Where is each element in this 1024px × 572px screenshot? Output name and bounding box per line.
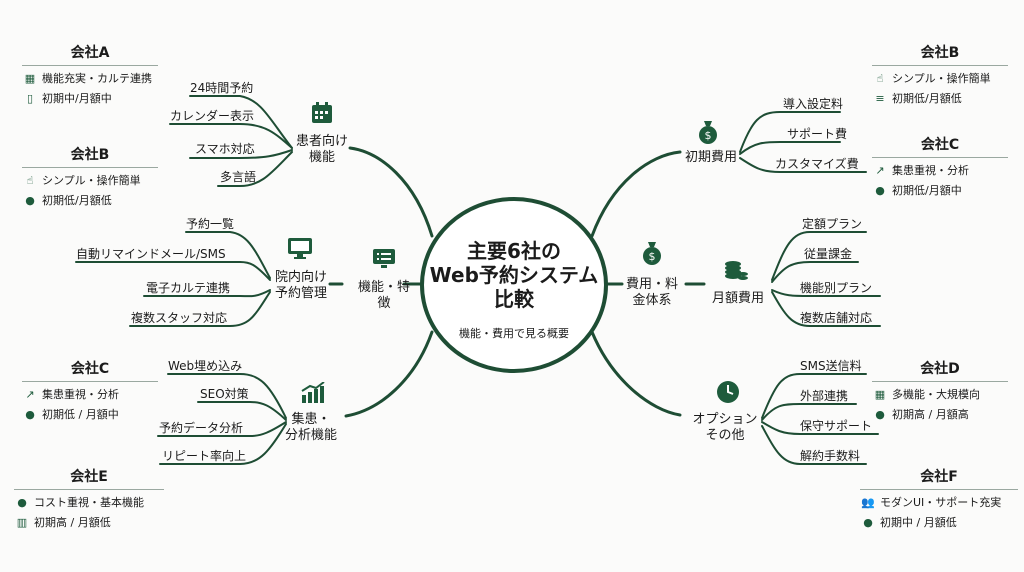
money-bag-icon: $ bbox=[697, 119, 719, 149]
leaf-monthly-2: 従量課金 bbox=[804, 247, 853, 261]
connector-center-initial bbox=[590, 150, 682, 238]
center-subtitle: 機能・費用で見る概要 bbox=[459, 327, 569, 340]
hand-pointer-icon: ☝ bbox=[26, 173, 34, 187]
company-card: 会社E ●コスト重視・基本機能 ▥初期高 / 月額低 bbox=[14, 466, 164, 530]
branch-fees: 費用・料金体系 bbox=[625, 277, 678, 308]
leaf-options-1: SMS送信料 bbox=[800, 359, 862, 373]
money-bag-icon: ● bbox=[25, 407, 35, 421]
svg-text:$: $ bbox=[705, 129, 712, 142]
company-card: 会社D ▦多機能・大規模向 ●初期高 / 月額高 bbox=[872, 358, 1008, 422]
group-patient-label: 患者向け 機能 bbox=[295, 134, 348, 165]
leaf-clinic-1: 予約一覧 bbox=[186, 217, 235, 231]
connector-center-patient bbox=[348, 146, 434, 238]
branch-features: 機能・特徴 bbox=[357, 280, 410, 311]
center-node: 主要6社の Web予約システム 比較 機能・費用で見る概要 bbox=[420, 197, 608, 373]
leaf-patient-2: カレンダー表示 bbox=[170, 109, 255, 123]
coins-icon bbox=[723, 256, 749, 286]
money-bag-icon: ● bbox=[17, 495, 27, 509]
money-bag-icon: $ bbox=[641, 240, 663, 270]
leaf-marketing-2: SEO対策 bbox=[200, 387, 249, 401]
calendar-icon: ▦ bbox=[24, 71, 36, 85]
connector-center-marketing bbox=[344, 330, 434, 418]
leaf-monthly-1: 定額プラン bbox=[802, 217, 863, 231]
leaf-marketing-1: Web埋め込み bbox=[168, 359, 243, 373]
leaf-patient-4: 多言語 bbox=[220, 170, 257, 184]
group-options-label: オプション その他 bbox=[692, 412, 758, 443]
phone-icon: ▯ bbox=[26, 91, 34, 105]
leaf-options-3: 保守サポート bbox=[800, 419, 873, 433]
money-bag-icon: ● bbox=[875, 407, 885, 421]
leaf-clinic-2: 自動リマインドメール/SMS bbox=[76, 247, 226, 261]
group-clinic-label: 院内向け 予約管理 bbox=[274, 270, 327, 301]
building-icon: ▥ bbox=[16, 515, 28, 529]
leaf-monthly-3: 機能別プラン bbox=[800, 281, 873, 295]
money-bag-icon: ● bbox=[863, 515, 873, 529]
hand-pointer-icon: ☝ bbox=[876, 71, 884, 85]
company-card: 会社B ☝シンプル・操作簡単 ●初期低/月額低 bbox=[22, 144, 158, 208]
monitor-list-icon bbox=[371, 247, 397, 273]
group-marketing-label: 集患・ 分析機能 bbox=[284, 412, 337, 443]
bar-chart-icon bbox=[300, 381, 326, 408]
leaf-patient-3: スマホ対応 bbox=[195, 142, 255, 156]
leaf-marketing-4: リピート率向上 bbox=[162, 449, 247, 463]
company-card: 会社A ▦機能充実・カルテ連携 ▯初期中/月額中 bbox=[22, 42, 158, 106]
group-initial-label: 初期費用 bbox=[684, 150, 737, 165]
leaf-options-2: 外部連携 bbox=[800, 389, 849, 403]
leaf-patient-1: 24時間予約 bbox=[190, 81, 254, 95]
leaf-initial-3: カスタマイズ費 bbox=[775, 157, 859, 171]
money-bag-icon: ● bbox=[25, 193, 35, 207]
leaf-initial-2: サポート費 bbox=[787, 127, 848, 141]
leaf-clinic-3: 電子カルテ連携 bbox=[146, 281, 231, 295]
chart-icon: ↗ bbox=[875, 163, 885, 177]
coins-icon: ≡ bbox=[875, 91, 885, 105]
money-bag-icon: ● bbox=[875, 183, 885, 197]
leaf-monthly-4: 複数店舗対応 bbox=[800, 311, 873, 325]
leaf-initial-1: 導入設定料 bbox=[783, 97, 844, 111]
grid-icon: ▦ bbox=[874, 387, 886, 401]
leaf-marketing-3: 予約データ分析 bbox=[159, 421, 244, 435]
company-card: 会社B ☝シンプル・操作簡単 ≡初期低/月額低 bbox=[872, 42, 1008, 106]
calendar-icon bbox=[310, 101, 334, 129]
svg-text:$: $ bbox=[649, 250, 656, 263]
company-card: 会社C ↗集患重視・分析 ●初期低 / 月額中 bbox=[22, 358, 158, 422]
chart-icon: ↗ bbox=[25, 387, 35, 401]
connector-center-options bbox=[590, 330, 682, 417]
company-card: 会社F 👥モダンUI・サポート充実 ●初期中 / 月額低 bbox=[860, 466, 1018, 530]
clock-icon bbox=[716, 380, 740, 408]
company-card: 会社C ↗集患重視・分析 ●初期低/月額中 bbox=[872, 134, 1008, 198]
leaf-options-4: 解約手数料 bbox=[800, 449, 861, 463]
group-monthly-label: 月額費用 bbox=[711, 291, 764, 306]
center-title: 主要6社の Web予約システム 比較 bbox=[429, 239, 599, 311]
monitor-icon bbox=[287, 236, 313, 264]
users-icon: 👥 bbox=[861, 495, 875, 509]
leaf-clinic-4: 複数スタッフ対応 bbox=[131, 311, 228, 325]
